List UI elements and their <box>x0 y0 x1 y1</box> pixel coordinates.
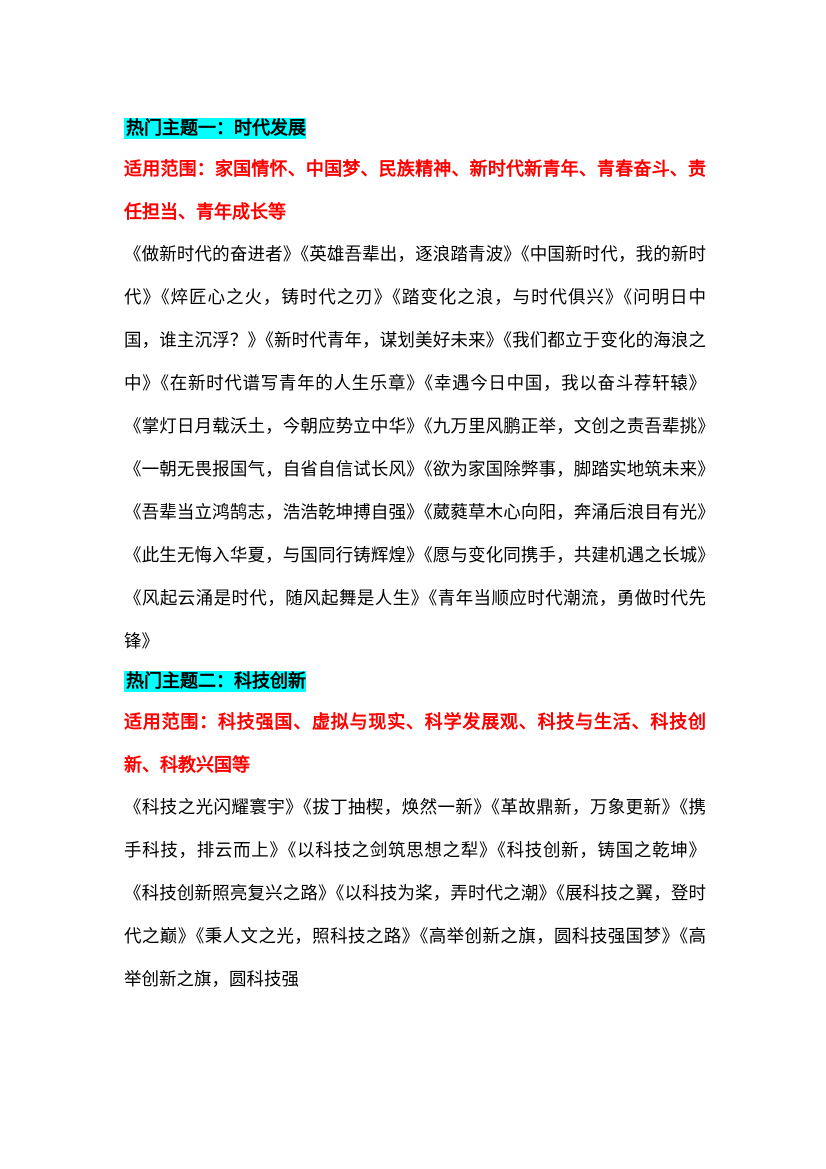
title-list: 《做新时代的奋进者》《英雄吾辈出，逐浪踏青波》《中国新时代，我的新时代》《焠匠心… <box>124 245 706 652</box>
theme-heading-text: 热门主题二：科技创新 <box>124 671 306 692</box>
theme-section-2: 热门主题二：科技创新 适用范围：科技强国、虚拟与现实、科学发展观、科技与生活、科… <box>124 669 706 1002</box>
theme-heading: 热门主题一：时代发展 <box>124 116 706 142</box>
title-list: 《科技之光闪耀寰宇》《拔丁抽楔，焕然一新》《革故鼎新，万象更新》《携手科技，排云… <box>124 798 706 990</box>
scope-text: 适用范围：家国情怀、中国梦、民族精神、新时代新青年、青春奋斗、责任担当、青年成长… <box>124 159 706 223</box>
theme-heading-text: 热门主题一：时代发展 <box>124 118 306 139</box>
scope-text: 适用范围：科技强国、虚拟与现实、科学发展观、科技与生活、科技创新、科教兴国等 <box>124 712 706 776</box>
theme-heading: 热门主题二：科技创新 <box>124 669 706 695</box>
theme-section-1: 热门主题一：时代发展 适用范围：家国情怀、中国梦、民族精神、新时代新青年、青春奋… <box>124 0 706 664</box>
